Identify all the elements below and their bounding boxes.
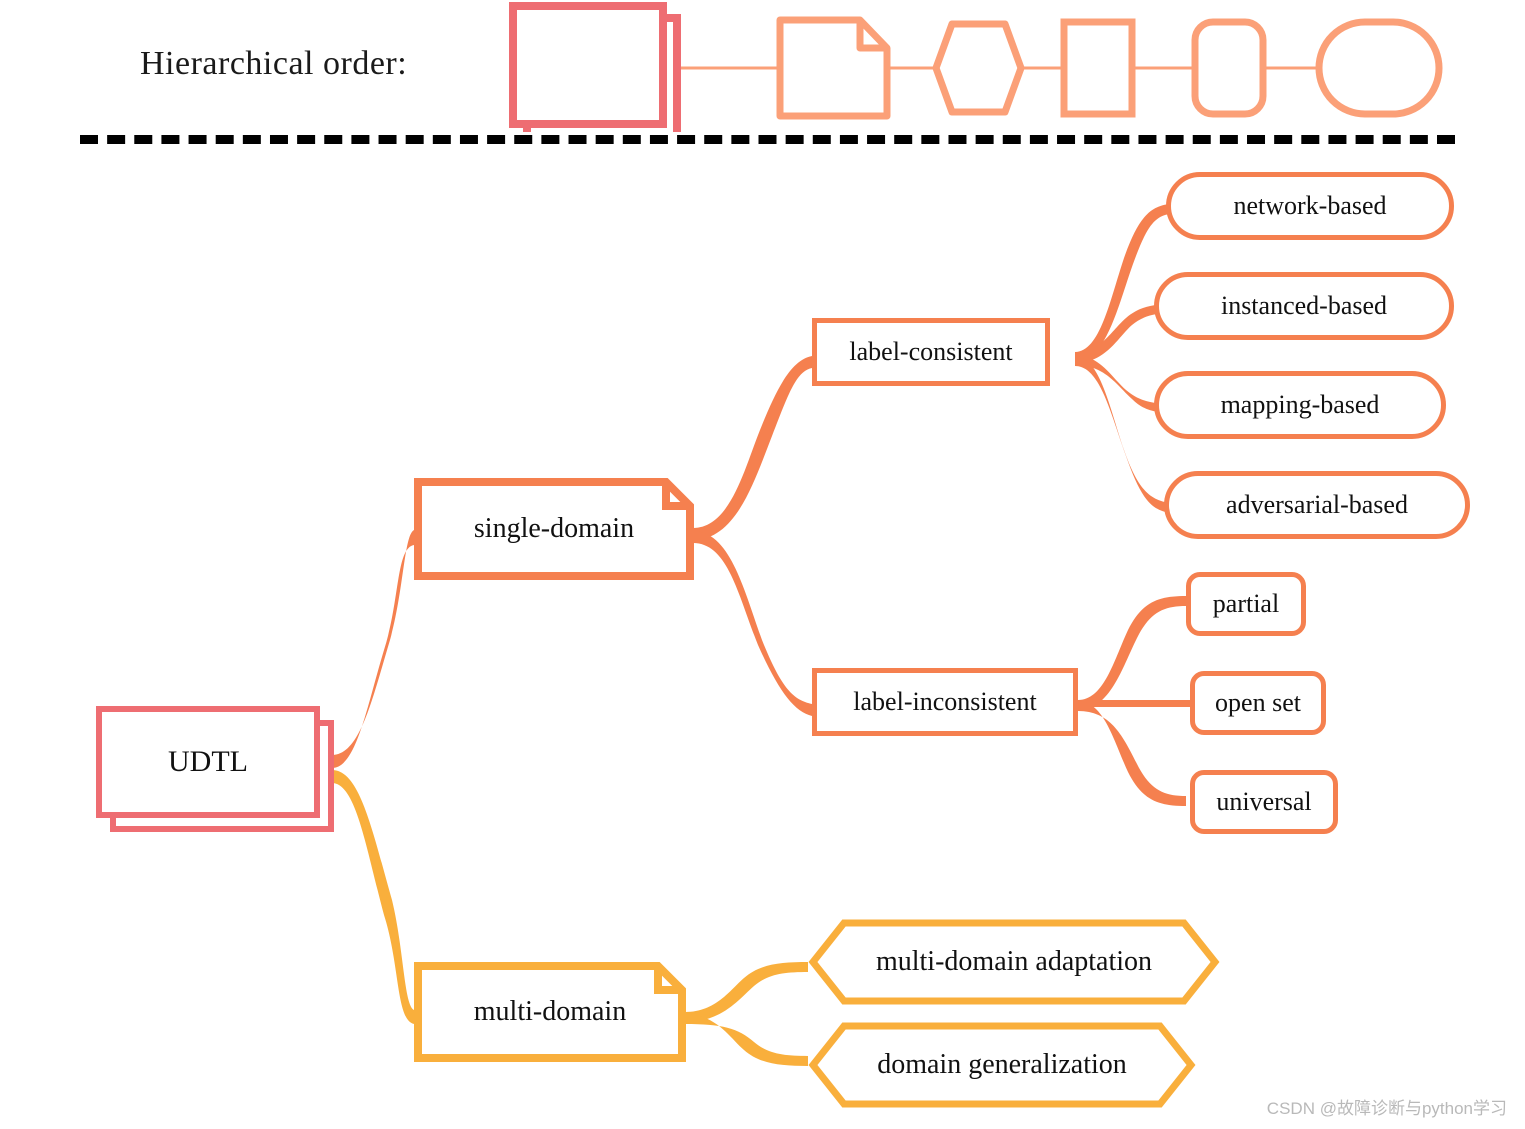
node-label-consistent-label: label-consistent bbox=[849, 337, 1013, 366]
node-udtl[interactable]: UDTL bbox=[96, 706, 334, 832]
node-mapping-based[interactable]: mapping-based bbox=[1154, 371, 1446, 439]
node-single-domain[interactable]: single-domain bbox=[414, 478, 694, 580]
node-label-inconsistent[interactable]: label-inconsistent bbox=[812, 668, 1078, 736]
node-single-domain-label: single-domain bbox=[473, 513, 635, 544]
node-multi-domain-adaptation[interactable]: multi-domain adaptation bbox=[808, 918, 1220, 1006]
node-network-based-label: network-based bbox=[1233, 191, 1387, 220]
node-universal[interactable]: universal bbox=[1190, 770, 1338, 834]
legend-stadium-icon bbox=[1315, 18, 1443, 118]
node-label-consistent[interactable]: label-consistent bbox=[812, 318, 1050, 386]
node-domain-generalization-label: domain generalization bbox=[877, 1049, 1127, 1080]
multi-domain-adaptation-shape bbox=[808, 919, 1220, 1005]
edge-label-consistent-adversarial-based bbox=[1075, 356, 1170, 513]
node-network-based[interactable]: network-based bbox=[1166, 172, 1454, 240]
legend-stacked-rectangle-icon bbox=[509, 2, 681, 132]
legend-title: Hierarchical order: bbox=[140, 45, 408, 82]
node-multi-domain-label-wrap: multi-domain bbox=[414, 962, 686, 1062]
edge-multi-domain-adaptation bbox=[685, 962, 808, 1022]
node-udtl-label: UDTL bbox=[168, 745, 248, 778]
domain-generalization-shape bbox=[808, 1022, 1196, 1108]
node-mapping-based-label: mapping-based bbox=[1220, 390, 1380, 419]
multi-domain-shape bbox=[414, 962, 686, 1062]
node-multi-domain-adaptation-label-wrap: multi-domain adaptation bbox=[808, 918, 1220, 1006]
node-multi-domain-adaptation-label: multi-domain adaptation bbox=[875, 946, 1153, 977]
node-universal-label: universal bbox=[1216, 787, 1312, 816]
legend-rectangle-icon bbox=[1060, 18, 1136, 118]
edge-label-consistent-network-based bbox=[1075, 204, 1170, 362]
section-divider bbox=[80, 135, 1455, 144]
legend-hexagon-icon bbox=[932, 20, 1025, 116]
edge-udtl-multi-domain bbox=[332, 770, 414, 1024]
node-udtl-front-sheet: UDTL bbox=[96, 706, 320, 818]
node-single-domain-label-wrap: single-domain bbox=[414, 478, 694, 580]
node-domain-generalization[interactable]: domain generalization bbox=[808, 1021, 1196, 1109]
edge-label-inconsistent-universal bbox=[1078, 701, 1186, 806]
node-partial[interactable]: partial bbox=[1186, 572, 1306, 636]
node-multi-domain-label: multi-domain bbox=[473, 996, 627, 1027]
legend-shape-row bbox=[509, 2, 1443, 132]
node-label-inconsistent-label: label-inconsistent bbox=[853, 687, 1037, 716]
edge-udtl-single-domain bbox=[332, 530, 414, 768]
watermark: CSDN @故障诊断与python学习 bbox=[1266, 1099, 1507, 1118]
node-adversarial-based-label: adversarial-based bbox=[1226, 490, 1408, 519]
single-domain-shape bbox=[414, 478, 694, 580]
legend-rounded-rectangle-icon bbox=[1191, 18, 1267, 118]
legend-document-icon bbox=[776, 16, 891, 120]
node-open-set[interactable]: open set bbox=[1190, 671, 1326, 735]
edge-multi-domain-generalization bbox=[685, 1014, 808, 1066]
node-open-set-label: open set bbox=[1215, 688, 1301, 717]
node-multi-domain[interactable]: multi-domain bbox=[414, 962, 686, 1062]
edge-label-inconsistent-partial bbox=[1078, 596, 1186, 710]
edge-label-inconsistent-open-set bbox=[1078, 700, 1190, 707]
node-domain-generalization-label-wrap: domain generalization bbox=[808, 1021, 1196, 1109]
edge-single-domain-label-consistent bbox=[693, 356, 812, 540]
edge-single-domain-label-inconsistent bbox=[693, 531, 812, 716]
node-partial-label: partial bbox=[1212, 589, 1280, 618]
node-adversarial-based[interactable]: adversarial-based bbox=[1164, 471, 1470, 539]
node-instanced-based-label: instanced-based bbox=[1220, 291, 1388, 320]
node-instanced-based[interactable]: instanced-based bbox=[1154, 272, 1454, 340]
